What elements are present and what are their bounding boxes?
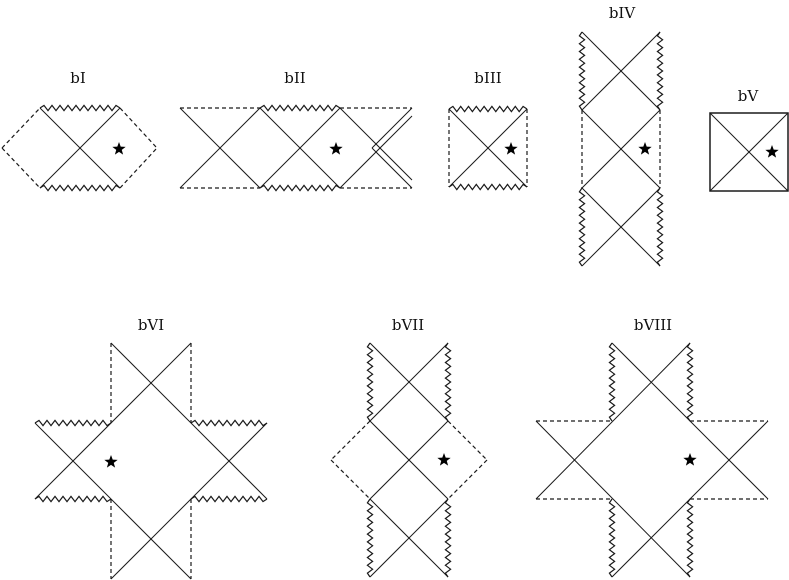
label-bVI: bVI xyxy=(138,316,164,334)
diagram-bIII-singular-edges xyxy=(448,105,528,191)
diagram-bVIII-singular-edges xyxy=(608,342,694,578)
label-bI: bI xyxy=(70,69,86,87)
singular-edge xyxy=(39,104,121,112)
diagram-bVII-lines xyxy=(369,342,449,578)
star-icon xyxy=(329,142,343,155)
singular-edge xyxy=(444,498,452,578)
singular-edge xyxy=(578,31,586,111)
singular-edge xyxy=(608,498,616,578)
diagram-bV-lines xyxy=(709,112,789,192)
singular-edge xyxy=(34,495,112,503)
diagram-bVII: bVII xyxy=(330,316,488,578)
label-bVII: bVII xyxy=(392,316,424,334)
diagram-bIV-singular-edges xyxy=(578,31,664,267)
star-icon xyxy=(638,142,652,155)
diagram-bVIII: bVIII xyxy=(535,316,769,578)
diagram-bI-dashed-edges xyxy=(1,107,158,189)
diagram-bVI-dashed-edges xyxy=(110,343,192,579)
diagram-bV: bV xyxy=(709,87,789,192)
singular-edge xyxy=(259,184,341,192)
label-bII: bII xyxy=(284,69,306,87)
label-bIII: bIII xyxy=(474,69,501,87)
diagram-bII-singular-edges xyxy=(259,104,341,192)
diagram-bIII-dashed-edges xyxy=(448,109,528,187)
singular-edge xyxy=(686,342,694,422)
label-bV: bV xyxy=(738,87,760,105)
label-bVIII: bVIII xyxy=(634,316,672,334)
star-icon xyxy=(112,142,126,155)
singular-edge xyxy=(608,342,616,422)
singular-edge xyxy=(259,104,341,112)
diagram-bII-dashed-edges xyxy=(180,107,412,189)
label-bIV: bIV xyxy=(609,4,637,22)
singular-edge xyxy=(686,498,694,578)
diagram-bI: bI xyxy=(1,69,158,192)
diagram-bII-lines xyxy=(179,107,413,189)
diagram-bIV-lines xyxy=(581,31,661,267)
diagram-bV-boundary xyxy=(709,112,789,192)
diagram-bVIII-lines xyxy=(535,342,769,578)
diagram-bIV: bIV xyxy=(578,4,664,267)
singular-edge xyxy=(190,419,268,427)
star-icon xyxy=(765,145,779,158)
singular-edge xyxy=(34,419,112,427)
diagram-bVII-dashed-edges xyxy=(330,420,488,500)
star-icon xyxy=(104,455,118,468)
singular-edge xyxy=(656,31,664,111)
star-icon xyxy=(504,142,518,155)
singular-edge xyxy=(39,184,121,192)
singular-edge xyxy=(444,342,452,422)
star-icon xyxy=(437,453,451,466)
diagram-bI-singular-edges xyxy=(39,104,121,192)
diagram-bVII-singular-edges xyxy=(366,342,452,578)
diagram-bVIII-dashed-edges xyxy=(536,420,768,500)
diagram-bII: bII xyxy=(179,69,413,192)
star-icon xyxy=(683,453,697,466)
diagram-bIII: bIII xyxy=(448,69,528,191)
diagram-bVI: bVI xyxy=(34,316,268,580)
singular-edge xyxy=(578,187,586,267)
singular-edge xyxy=(448,105,528,113)
singular-edge xyxy=(190,495,268,503)
diagram-bIV-dashed-edges xyxy=(581,110,661,188)
singular-edge xyxy=(366,498,374,578)
diagram-bI-lines xyxy=(39,107,121,189)
diagram-bVI-lines xyxy=(34,342,268,580)
diagram-bVI-singular-edges xyxy=(34,419,268,503)
singular-edge xyxy=(656,187,664,267)
singular-edge xyxy=(366,342,374,422)
singular-edge xyxy=(448,183,528,191)
diagram-bIII-lines xyxy=(448,108,528,188)
